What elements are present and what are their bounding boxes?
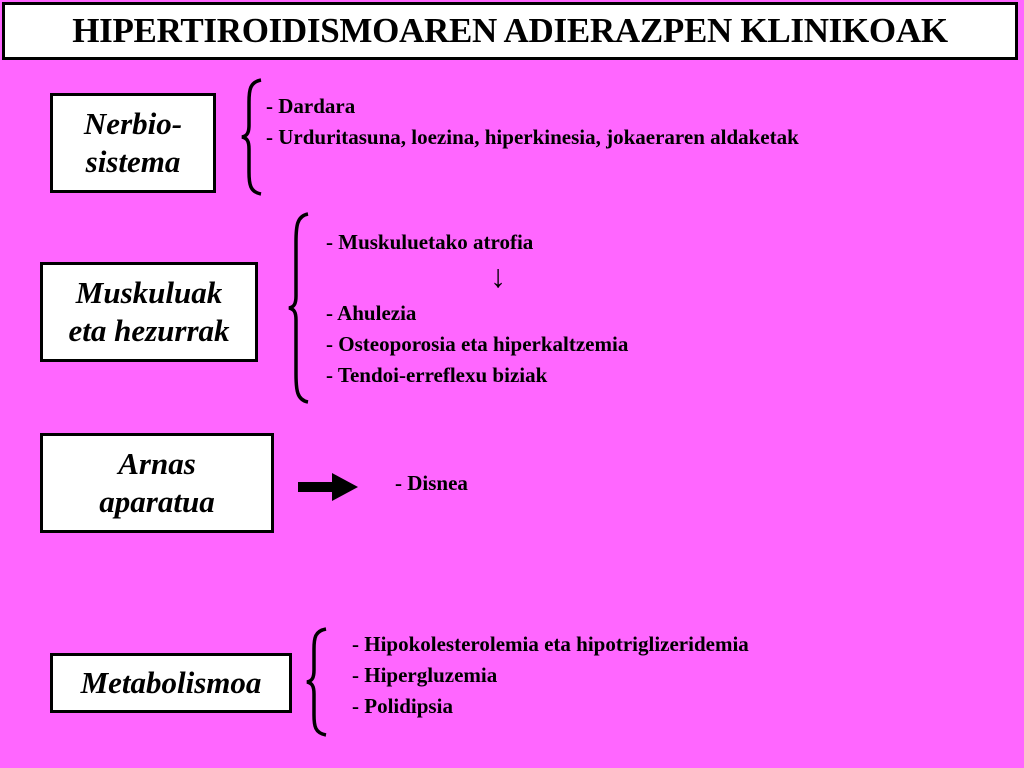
item-list-nervous-system: - Dardara - Urduritasuna, loezina, hiper… (266, 91, 799, 153)
list-item: - Hipergluzemia (352, 663, 498, 687)
category-box-nervous-system: Nerbio- sistema (50, 93, 216, 193)
list-item: - Muskuluetako atrofia (326, 230, 534, 254)
down-arrow-icon: ↓ (490, 258, 506, 294)
item-list-respiratory: - Disnea (395, 468, 468, 499)
list-item: - Osteoporosia eta hiperkaltzemia (326, 332, 629, 356)
item-list-muscles-top: - Muskuluetako atrofia (326, 227, 533, 258)
list-item: - Disnea (395, 471, 468, 495)
brace-icon (306, 627, 327, 737)
title-banner: HIPERTIROIDISMOAREN ADIERAZPEN KLINIKOAK (2, 2, 1018, 60)
list-item: - Ahulezia (326, 301, 417, 325)
category-box-muscles-bones: Muskuluak eta hezurrak (40, 262, 258, 362)
category-label-line: Arnas (118, 446, 196, 481)
category-box-metabolism: Metabolismoa (50, 653, 292, 713)
category-label-line: Muskuluak (75, 275, 223, 310)
category-label-line: eta hezurrak (68, 313, 230, 348)
category-label-line: Nerbio- (83, 106, 183, 141)
list-item: - Dardara (266, 94, 356, 118)
page-title: HIPERTIROIDISMOAREN ADIERAZPEN KLINIKOAK (72, 11, 948, 50)
category-label-line: sistema (85, 144, 181, 179)
list-item: - Polidipsia (352, 694, 453, 718)
category-label-line: aparatua (99, 484, 215, 519)
item-list-metabolism: - Hipokolesterolemia eta hipotriglizerid… (352, 629, 749, 722)
category-box-respiratory: Arnas aparatua (40, 433, 274, 533)
category-label-line: Metabolismoa (80, 665, 262, 700)
brace-icon (288, 212, 309, 404)
list-item: - Hipokolesterolemia eta hipotriglizerid… (352, 632, 749, 656)
list-item: - Tendoi-erreflexu biziak (326, 363, 548, 387)
brace-icon (241, 78, 262, 196)
right-arrow-icon (298, 473, 358, 501)
item-list-muscles-bottom: - Ahulezia - Osteoporosia eta hiperkaltz… (326, 298, 628, 391)
list-item: - Urduritasuna, loezina, hiperkinesia, j… (266, 125, 799, 149)
